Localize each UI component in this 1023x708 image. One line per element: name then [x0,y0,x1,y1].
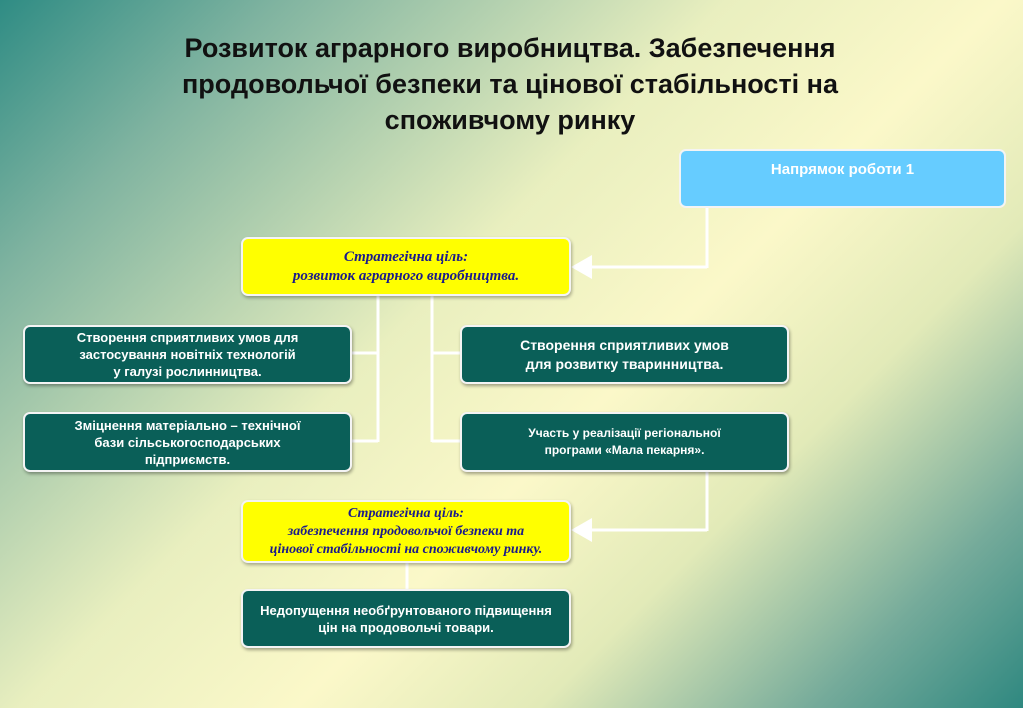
task-price-control-box: Недопущення необґрунтованого підвищення … [241,589,571,648]
task-left1-line-3: у галузі рослинництва. [113,364,262,379]
task-left1-line-1: Створення сприятливих умов для [76,330,299,345]
title-line-3: споживчому ринку [384,105,636,135]
goal2-heading: Стратегічна ціль: [348,505,464,521]
task-right1-line-2: для розвитку тваринництва. [525,355,724,372]
goal1-heading: Стратегічна ціль: [343,248,469,265]
task-right1-line-1: Створення сприятливих умов [520,336,729,353]
strategic-goal-1-box: Стратегічна ціль: розвиток аграрного вир… [241,237,571,296]
strategic-goal-2-box: Стратегічна ціль: забезпечення продоволь… [241,500,571,563]
goal2-text-1: забезпечення продовольчої безпеки та [287,523,525,539]
task3-line-1: Недопущення необґрунтованого підвищення [260,602,552,618]
task-crop-technologies-box: Створення сприятливих умов для застосува… [23,325,352,384]
task-right2-line-2: програми «Мала пекарня». [544,443,705,457]
task-left2-line-2: бази сільськогосподарських [94,434,281,450]
direction-label: Напрямок роботи 1 [770,161,915,178]
goal2-text-2: цінової стабільності на споживчому ринку… [269,541,543,557]
task-left2-line-1: Зміцнення матеріально – технічної [74,417,301,433]
task-small-bakery-box: Участь у реалізації регіональної програм… [460,412,789,472]
task-livestock-box: Створення сприятливих умов для розвитку … [460,325,789,384]
task-material-base-box: Зміцнення матеріально – технічної бази с… [23,412,352,472]
task3-line-2: цін на продовольчі товари. [318,619,494,635]
title-line-2: продовольчої безпеки та цінової стабільн… [182,69,838,99]
slide-title: Розвиток аграрного виробництва. Забезпеч… [80,30,940,138]
direction-box: Напрямок роботи 1 [679,149,1006,208]
task-left1-line-2: застосування новітніх технологій [79,347,296,362]
task-left2-line-3: підприємств. [144,451,231,467]
goal1-text: розвиток аграрного виробництва. [292,267,520,284]
title-line-1: Розвиток аграрного виробництва. Забезпеч… [184,33,836,63]
task-right2-line-1: Участь у реалізації регіональної [528,426,721,440]
